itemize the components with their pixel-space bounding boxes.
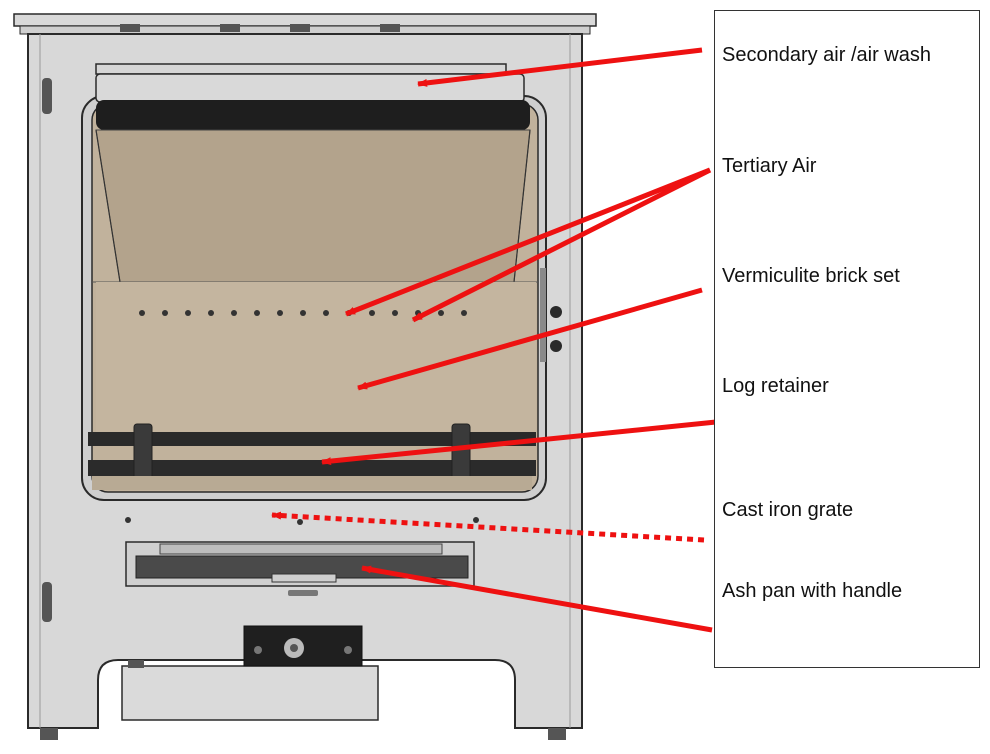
label-log-retainer: Log retainer (722, 375, 829, 397)
arrow-secondary-air (417, 47, 703, 87)
air-wash-strip (95, 63, 507, 75)
foot-right (548, 728, 566, 740)
label-secondary-air: Secondary air /air wash (722, 44, 931, 66)
hinge-bottom (42, 582, 52, 622)
foot-left (40, 728, 58, 740)
control-knob-top (550, 306, 562, 318)
arrow-tertiary-air-2 (411, 167, 712, 323)
baffle (96, 100, 530, 130)
control-knob-bottom (550, 340, 562, 352)
log-retainer-bar (88, 460, 536, 476)
label-ash-pan: Ash pan with handle (722, 580, 903, 602)
arrow-tertiary-air-1 (345, 167, 711, 317)
label-vermiculite: Vermiculite brick set (722, 265, 900, 287)
label-box (714, 10, 980, 668)
label-grate: Cast iron grate (722, 499, 854, 521)
arrow-vermiculite (357, 287, 703, 391)
arrow-log-retainer (321, 419, 717, 466)
label-tertiary-air: Tertiary Air (722, 155, 817, 177)
log-retainer-top (88, 432, 536, 446)
ash-pan-handle (271, 573, 337, 583)
callout-arrows (271, 47, 717, 633)
base-drawer (121, 665, 379, 721)
hinge-top (42, 78, 52, 114)
arrow-ash-pan (361, 565, 713, 633)
